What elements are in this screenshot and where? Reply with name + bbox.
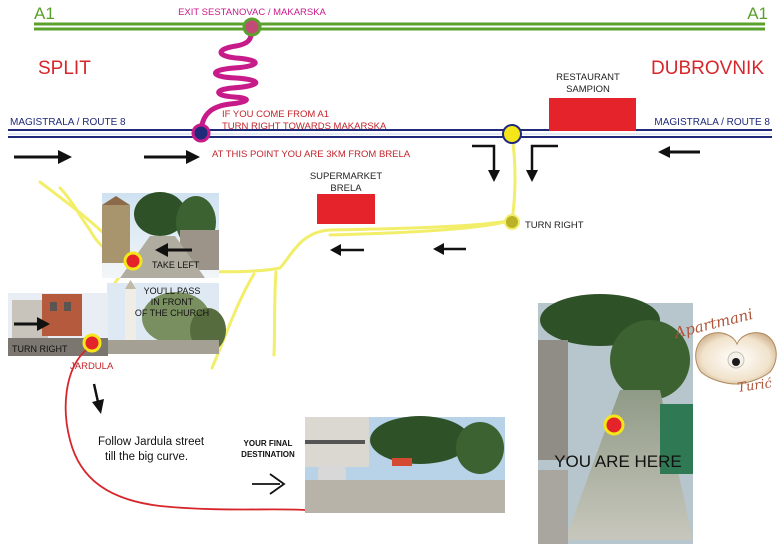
restaurant-label-line2: SAMPION: [566, 84, 610, 95]
exit-label: EXIT SESTANOVAC / MAKARSKA: [178, 7, 326, 18]
exit-ramp: [198, 25, 259, 135]
turn-right-label: TURN RIGHT: [525, 220, 584, 231]
city-split: SPLIT: [38, 58, 91, 79]
final-destination-line2: DESTINATION: [241, 450, 295, 459]
take-left-label: TAKE LEFT: [152, 260, 200, 270]
photo-you-are-here: [538, 294, 693, 544]
turn-down-arrow-icon: [472, 144, 500, 182]
take-left-marker: [123, 251, 143, 271]
distance-note: AT THIS POINT YOU ARE 3KM FROM BRELA: [212, 149, 411, 160]
magistrala-road: [8, 129, 772, 138]
jardula-route: [64, 349, 307, 511]
turn-down-arrow-icon: [526, 144, 558, 182]
arrow-right-icon: [252, 473, 286, 495]
arrow-left-icon: [433, 243, 466, 255]
restaurant-block: [549, 98, 636, 131]
arrow-left-icon: [155, 243, 192, 257]
arrow-left-icon: [658, 146, 700, 158]
exit-marker: [242, 17, 262, 37]
church-label-line2: IN FRONT: [151, 297, 194, 307]
church-label-line3: OF THE CHURCH: [135, 308, 209, 318]
arrow-right-icon: [144, 150, 200, 164]
from-a1-note-line1: IF YOU COME FROM A1: [222, 109, 329, 120]
a1-label-right: A1: [747, 4, 768, 23]
down-arrow-icon: [92, 383, 104, 414]
brela-turn-marker: [502, 124, 522, 144]
magistrala-label-right: MAGISTRALA / ROUTE 8: [654, 117, 770, 128]
supermarket-label-line1: SUPERMARKET: [310, 171, 383, 182]
photo-church: [107, 280, 226, 354]
a1-junction-marker: [191, 123, 211, 143]
magistrala-label-left: MAGISTRALA / ROUTE 8: [10, 117, 126, 128]
jardula-marker: [82, 333, 102, 353]
arrow-left-icon: [330, 244, 364, 256]
restaurant-label-line1: RESTAURANT: [556, 72, 620, 83]
shell-logo-icon: [695, 332, 777, 385]
supermarket-block: [317, 194, 375, 224]
you-are-here-marker: [603, 414, 625, 436]
arrow-right-icon: [14, 150, 72, 164]
follow-text-line1: Follow Jardula street: [98, 436, 205, 448]
a1-highway: [34, 22, 765, 31]
logo-text-turic: Turić: [736, 376, 773, 396]
turn-right-marker: [504, 214, 520, 230]
photo-final-destination: [305, 416, 505, 513]
jardula-label: JARDULA: [70, 361, 114, 372]
follow-text-line2: till the big curve.: [105, 451, 188, 463]
you-are-here-label: YOU ARE HERE: [554, 452, 682, 471]
from-a1-note-line2: TURN RIGHT TOWARDS MAKARSKA: [222, 121, 387, 132]
a1-label-left: A1: [34, 4, 55, 23]
supermarket-label-line2: BRELA: [330, 183, 362, 194]
turn-right-photo-label: TURN RIGHT: [12, 344, 68, 354]
final-destination-line1: YOUR FINAL: [244, 439, 293, 448]
arrow-right-icon: [14, 317, 50, 331]
city-dubrovnik: DUBROVNIK: [651, 58, 764, 79]
church-label-line1: YOU'LL PASS: [144, 286, 201, 296]
